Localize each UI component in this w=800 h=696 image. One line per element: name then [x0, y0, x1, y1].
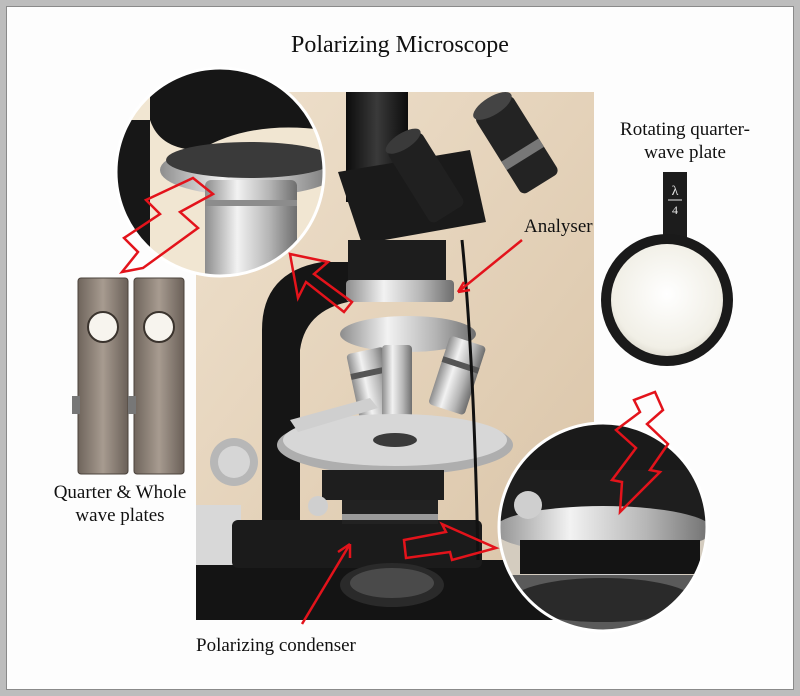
condenser-label: Polarizing condenser	[196, 635, 356, 656]
rotating-plate-label-line2: wave plate	[644, 142, 726, 163]
figure-title: Polarizing Microscope	[291, 32, 509, 58]
callout-arrows	[118, 176, 670, 625]
plate-lambda-marking: λ	[672, 184, 679, 199]
quarter-wave-plate-image: λ 4	[601, 172, 733, 366]
analyser-closeup-circle	[114, 66, 326, 278]
wave-plates-image	[72, 277, 185, 475]
analyser-label: Analyser	[524, 216, 593, 237]
condenser-pointer	[300, 543, 352, 625]
arrow-to-nosepiece	[288, 252, 354, 314]
plate-four-marking: 4	[672, 203, 678, 217]
rotating-plate-label-line1: Rotating quarter-	[620, 119, 750, 140]
rotating-plate-label: Rotating quarter- wave plate	[600, 118, 770, 164]
wave-plates-label-line2: wave plates	[75, 505, 165, 526]
wave-plates-label: Quarter & Whole wave plates	[30, 481, 210, 527]
arrow-to-wave-plates	[118, 176, 216, 274]
arrow-condenser-to-circle	[402, 521, 500, 562]
arrow-to-bottom-circle	[609, 390, 670, 516]
analyser-pointer	[457, 239, 523, 293]
wave-plates-label-line1: Quarter & Whole	[53, 482, 187, 503]
